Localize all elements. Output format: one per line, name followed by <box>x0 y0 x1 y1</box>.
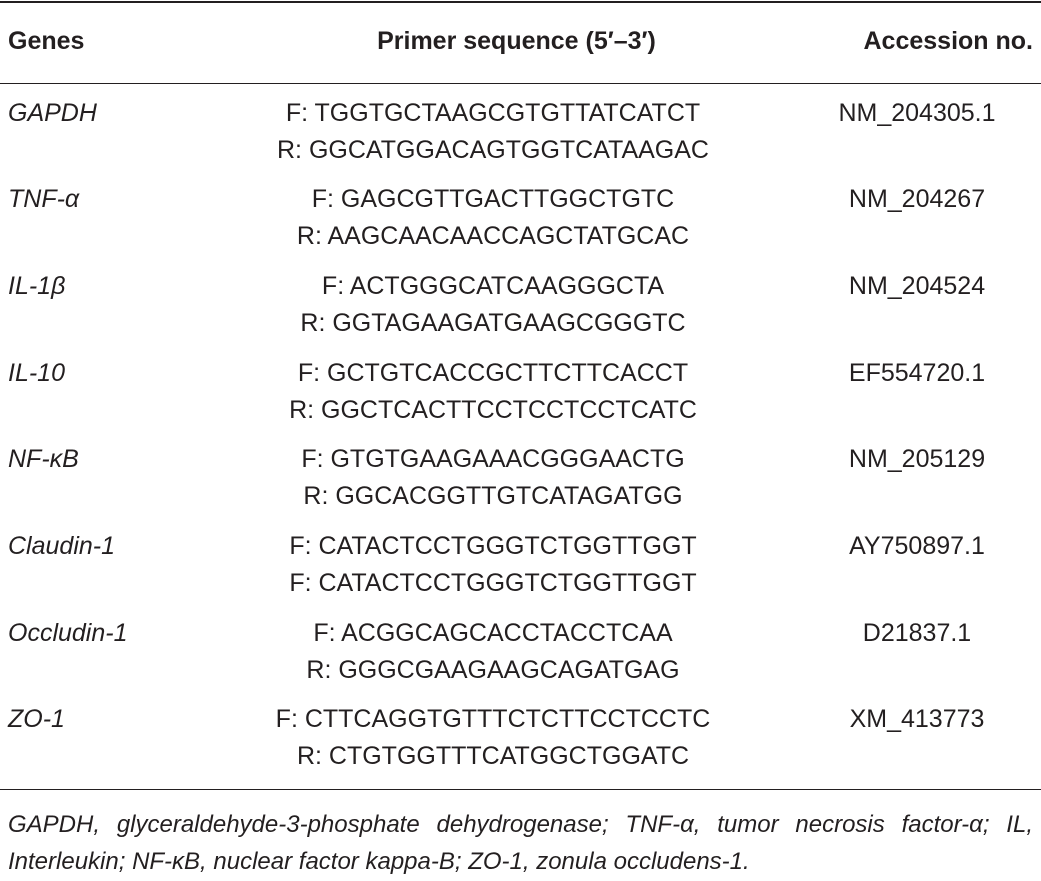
forward-primer: F: GTGTGAAGAAACGGGAACTG <box>301 445 685 473</box>
reverse-primer: R: GGCACGGTTGTCATAGATGG <box>303 482 683 510</box>
table-bottom-rule <box>0 789 1041 790</box>
accession-number: D21837.1 <box>862 619 972 647</box>
gene-name: NF-κB <box>8 445 79 473</box>
reverse-primer: R: CTGTGGTTTCATGGCTGGATC <box>296 742 690 770</box>
table-row: ZO-1 F: CTTCAGGTGTTTCTCTTCCTCCTC R: CTGT… <box>0 704 1041 791</box>
table-row: GAPDH F: TGGTGCTAAGCGTGTTATCATCT R: GGCA… <box>0 98 1041 185</box>
header-primer-sequence: Primer sequence (5′–3′) <box>0 26 1041 56</box>
gene-name: Occludin-1 <box>8 619 128 647</box>
forward-primer: F: CTTCAGGTGTTTCTCTTCCTCCTC <box>275 705 711 733</box>
header-primer-sequence-label: Primer sequence (5′–3′) <box>377 27 656 55</box>
gene-name: GAPDH <box>8 99 97 127</box>
accession-number: NM_204524 <box>848 272 986 300</box>
gene-name: Claudin-1 <box>8 532 116 560</box>
table-row: TNF-α F: GAGCGTTGACTTGGCTGTC R: AAGCAACA… <box>0 184 1041 271</box>
reverse-primer: R: GGCATGGACAGTGGTCATAAGAC <box>277 136 709 164</box>
forward-primer: F: ACGGCAGCACCTACCTCAA <box>313 619 673 647</box>
table-row: Occludin-1 F: ACGGCAGCACCTACCTCAA R: GGG… <box>0 618 1041 705</box>
forward-primer: F: TGGTGCTAAGCGTGTTATCATCT <box>285 99 701 127</box>
accession-number: NM_204305.1 <box>838 99 996 127</box>
reverse-primer: R: GGCTCACTTCCTCCTCCTCATC <box>289 396 697 424</box>
forward-primer: F: GAGCGTTGACTTGGCTGTC <box>311 185 675 213</box>
header-genes: Genes <box>8 27 85 55</box>
table-header-rule <box>0 83 1041 84</box>
forward-primer: F: CATACTCCTGGGTCTGGTTGGT <box>289 532 697 560</box>
accession-number: AY750897.1 <box>849 532 985 560</box>
gene-name: IL-10 <box>8 359 65 387</box>
gene-name: TNF-α <box>8 185 80 213</box>
table-row: IL-10 F: GCTGTCACCGCTTCTTCACCT R: GGCTCA… <box>0 358 1041 445</box>
accession-number: EF554720.1 <box>848 359 986 387</box>
reverse-primer: R: AAGCAACAACCAGCTATGCAC <box>296 222 690 250</box>
table-row: NF-κB F: GTGTGAAGAAACGGGAACTG R: GGCACGG… <box>0 444 1041 531</box>
reverse-primer: R: GGGCGAAGAAGCAGATGAG <box>306 656 680 684</box>
forward-primer: F: ACTGGGCATCAAGGGCTA <box>321 272 665 300</box>
accession-number: NM_205129 <box>848 445 986 473</box>
forward-primer: F: GCTGTCACCGCTTCTTCACCT <box>297 359 689 387</box>
gene-name: ZO-1 <box>8 705 65 733</box>
gene-name: IL-1β <box>8 272 66 300</box>
table-row: IL-1β F: ACTGGGCATCAAGGGCTA R: GGTAGAAGA… <box>0 271 1041 358</box>
table-footnote: GAPDH, glyceraldehyde-3-phosphate dehydr… <box>8 811 1033 875</box>
header-accession-no: Accession no. <box>863 27 1034 55</box>
accession-number: XM_413773 <box>849 705 985 733</box>
accession-number: NM_204267 <box>848 185 986 213</box>
table-top-rule <box>0 1 1041 3</box>
table-row: Claudin-1 F: CATACTCCTGGGTCTGGTTGGT F: C… <box>0 531 1041 618</box>
reverse-primer: F: CATACTCCTGGGTCTGGTTGGT <box>289 569 697 597</box>
reverse-primer: R: GGTAGAAGATGAAGCGGGTC <box>300 309 686 337</box>
